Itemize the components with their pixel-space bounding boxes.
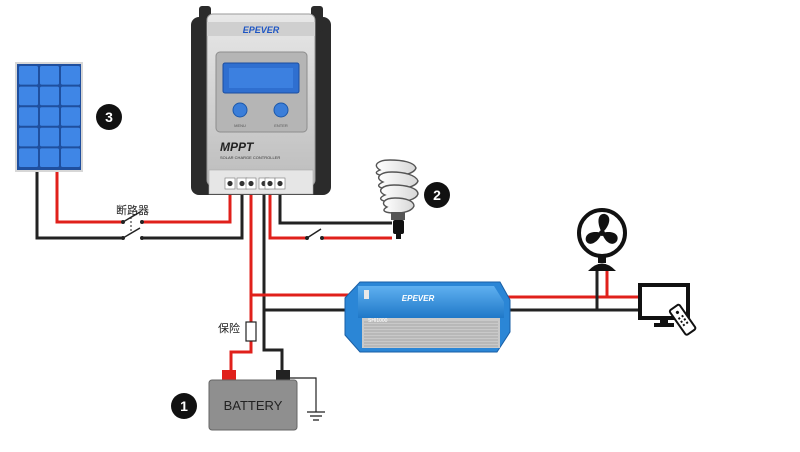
ground-wire <box>288 377 317 412</box>
solar-negative-wire <box>35 170 122 240</box>
terminal-screw <box>239 180 245 187</box>
menu-button[interactable] <box>232 102 248 118</box>
solar-negative-wire-2 <box>142 193 244 240</box>
solar-cell <box>61 127 80 147</box>
terminal-screw <box>248 180 254 187</box>
solar-cell <box>40 127 59 147</box>
remote-icon <box>668 303 697 336</box>
inverter: EPEVER SHI1000 <box>344 281 511 353</box>
solar-cell <box>40 107 59 126</box>
battery-positive-wire-2 <box>229 340 253 372</box>
lamp-negative-wire <box>278 193 392 225</box>
solar-breaker <box>121 211 144 240</box>
terminal-screw <box>227 180 233 187</box>
solar-positive-wire-2 <box>142 193 232 224</box>
solar-cell <box>19 66 38 85</box>
marker-lamp: 2 <box>424 182 450 208</box>
solar-cell <box>40 148 59 167</box>
inverter-fins <box>364 321 498 347</box>
marker-solar-panel: 3 <box>96 104 122 130</box>
enter-button[interactable] <box>273 102 289 118</box>
menu-button-label: MENU <box>234 123 246 128</box>
lamp-icon <box>375 159 419 239</box>
breaker-label: 断路器 <box>116 203 149 217</box>
solar-panel <box>15 62 83 172</box>
solar-cell <box>61 107 80 126</box>
controller-subtitle: SOLAR CHARGE CONTROLLER <box>220 155 280 160</box>
solar-cell <box>19 86 38 106</box>
svg-text:2: 2 <box>433 187 441 203</box>
controller-model: MPPT <box>220 140 255 154</box>
charge-controller: EPEVER MENU ENTER MPPT SOLAR CHARGE CONT… <box>191 6 331 195</box>
fuse-label: 保险 <box>218 321 240 335</box>
solar-cell <box>61 86 80 106</box>
wires <box>35 170 640 412</box>
terminal-screw <box>277 180 283 187</box>
battery-label: BATTERY <box>224 398 283 413</box>
svg-text:1: 1 <box>180 398 188 414</box>
svg-text:3: 3 <box>105 109 113 125</box>
controller-brand: EPEVER <box>243 25 280 35</box>
fuse <box>245 321 257 342</box>
solar-cell <box>61 148 80 167</box>
terminal-screw <box>267 180 273 187</box>
ground-icon <box>307 411 325 421</box>
enter-button-label: ENTER <box>274 123 288 128</box>
solar-cell <box>19 148 38 167</box>
solar-cell <box>19 127 38 147</box>
lamp-switch <box>305 228 324 240</box>
solar-cell <box>40 66 59 85</box>
solar-cell <box>61 66 80 85</box>
controller-terminals <box>224 177 286 190</box>
solar-positive-wire <box>55 170 122 224</box>
battery-negative-wire <box>262 193 284 372</box>
battery: BATTERY <box>208 370 298 431</box>
lamp-positive-wire <box>268 193 306 240</box>
inverter-model: SHI1000 <box>368 318 388 324</box>
solar-cell <box>40 86 59 106</box>
inverter-brand: EPEVER <box>402 294 435 303</box>
marker-battery: 1 <box>171 393 197 419</box>
fan-icon <box>577 208 627 271</box>
solar-cell <box>19 107 38 126</box>
